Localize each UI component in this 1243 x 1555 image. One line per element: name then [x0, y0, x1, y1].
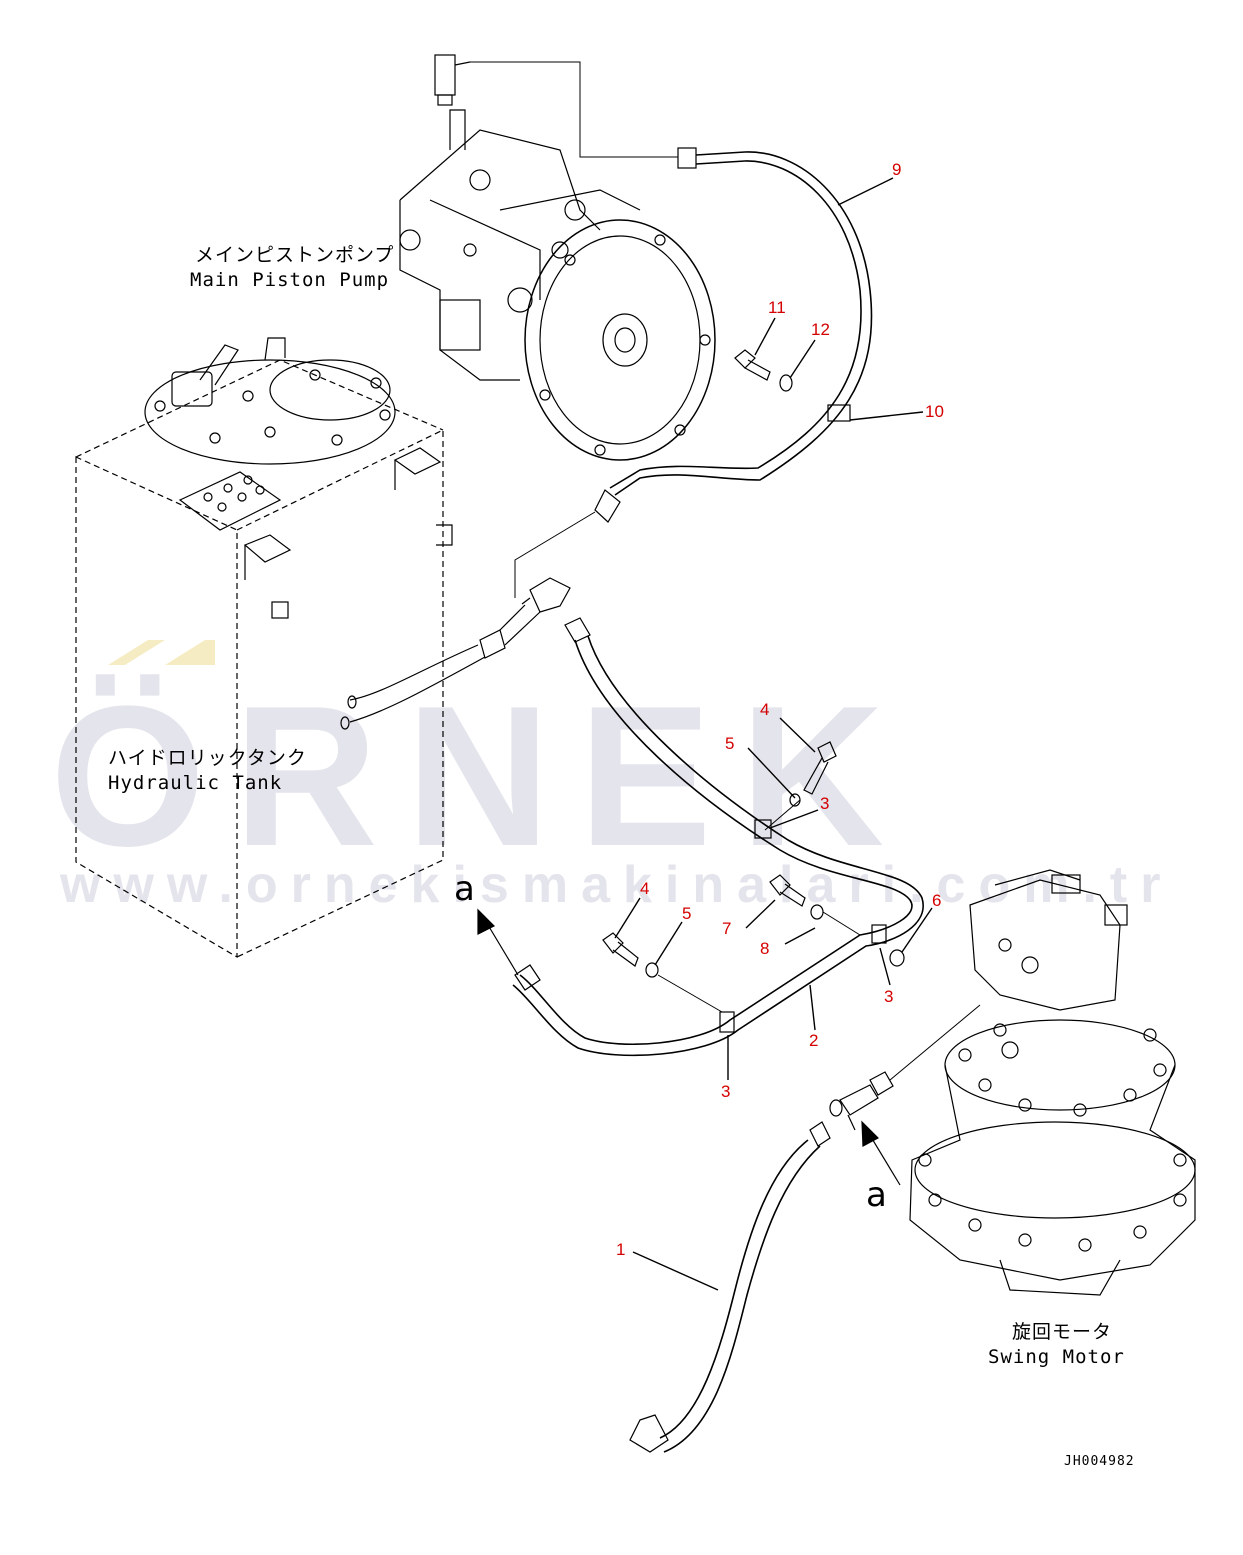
tank-label-jp: ハイドロリックタンク — [108, 747, 307, 769]
leader-hose9-to-tank — [514, 511, 596, 598]
bolt-11 — [734, 349, 771, 381]
leader-washer5-clamp3 — [764, 799, 801, 831]
watermark-brand: ÖRNEK — [50, 665, 912, 888]
pump-port-fitting — [434, 54, 471, 106]
view-arrow-bottom-letter: a — [866, 1175, 887, 1215]
pump-label-jp: メインピストンポンプ — [195, 244, 394, 266]
bolt-4-lower — [602, 932, 639, 967]
callout-number: 4 — [760, 700, 769, 719]
callout-number: 7 — [722, 919, 731, 938]
callout-number: 3 — [820, 794, 829, 813]
callout-number: 6 — [932, 891, 941, 910]
view-arrow-top-letter: a — [454, 869, 475, 909]
callout-leaders — [614, 177, 933, 1291]
swing-motor — [909, 869, 1196, 1296]
motor-label-en: Swing Motor — [988, 1346, 1125, 1368]
hose-2 — [512, 617, 924, 1057]
callout-number: 5 — [725, 734, 734, 753]
leader-tee-to-motor — [889, 1004, 981, 1081]
tank-cover — [144, 337, 453, 619]
watermark-url: www.ornekismakinalari.com.tr — [59, 856, 1173, 914]
callout-number: 2 — [809, 1031, 818, 1050]
leader-pump-to-hose9 — [470, 61, 678, 158]
tee-fitting — [829, 1071, 894, 1131]
watermark-accent-left — [108, 640, 165, 665]
tank-return-fitting — [340, 577, 571, 730]
callout-number: 3 — [884, 987, 893, 1006]
callout-number: 10 — [925, 402, 944, 421]
view-arrow-bottom — [861, 1120, 901, 1186]
motor-label-jp: 旋回モータ — [1012, 1321, 1112, 1343]
callout-number: 8 — [760, 939, 769, 958]
callout-number: 4 — [640, 879, 649, 898]
washer-12 — [779, 374, 793, 392]
pump-label-en: Main Piston Pump — [190, 269, 389, 291]
drawing-id: JH004982 — [1064, 1454, 1135, 1469]
callout-number: 3 — [721, 1082, 730, 1101]
callout-number: 12 — [811, 320, 830, 339]
callout-number: 1 — [616, 1240, 625, 1259]
washer-5-lower — [645, 962, 659, 978]
nut-6 — [889, 949, 905, 967]
leader-washer8-clamp3 — [822, 911, 861, 936]
view-arrow-top — [477, 908, 519, 976]
main-piston-pump — [399, 109, 716, 461]
watermark: ÖRNEK www.ornekismakinalari.com.tr — [50, 640, 1173, 914]
bolt-7 — [769, 874, 806, 907]
hose-9 — [594, 147, 873, 523]
callout-number: 9 — [892, 160, 901, 179]
bolt-4-upper — [803, 741, 837, 795]
hose-1 — [629, 1121, 831, 1453]
callouts: 9 11 12 10 4 5 3 4 5 7 8 6 3 2 3 1 — [616, 160, 944, 1259]
callout-number: 5 — [682, 904, 691, 923]
callout-number: 11 — [768, 298, 786, 317]
tank-label-en: Hydraulic Tank — [108, 772, 282, 794]
watermark-accent-right — [165, 640, 215, 665]
leader-washer5-clamp3-lower — [657, 974, 723, 1013]
